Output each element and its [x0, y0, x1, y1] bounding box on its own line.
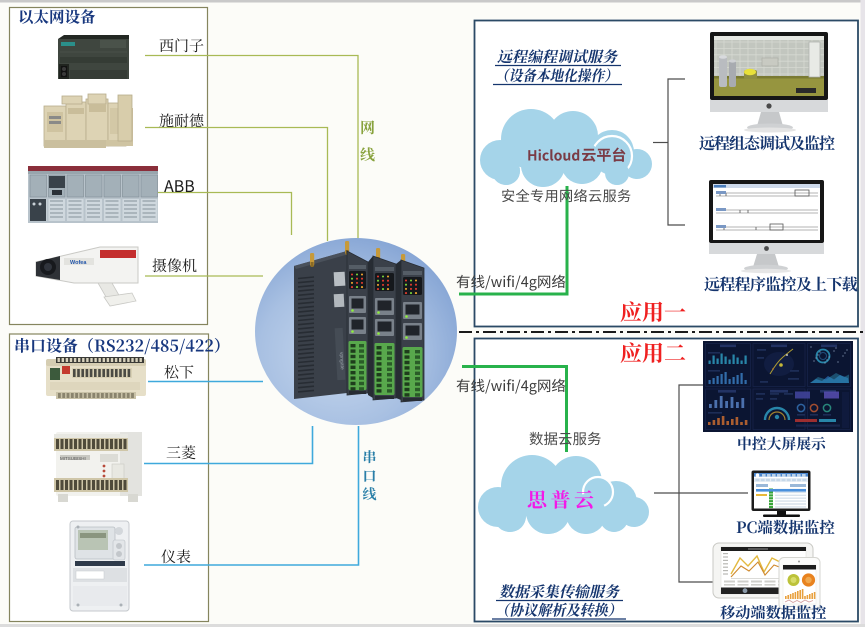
svg-text:Wofea: Wofea — [70, 260, 87, 266]
svg-text:vpngate: vpngate — [338, 352, 345, 370]
svg-text:MITSUBISHI: MITSUBISHI — [60, 456, 86, 461]
